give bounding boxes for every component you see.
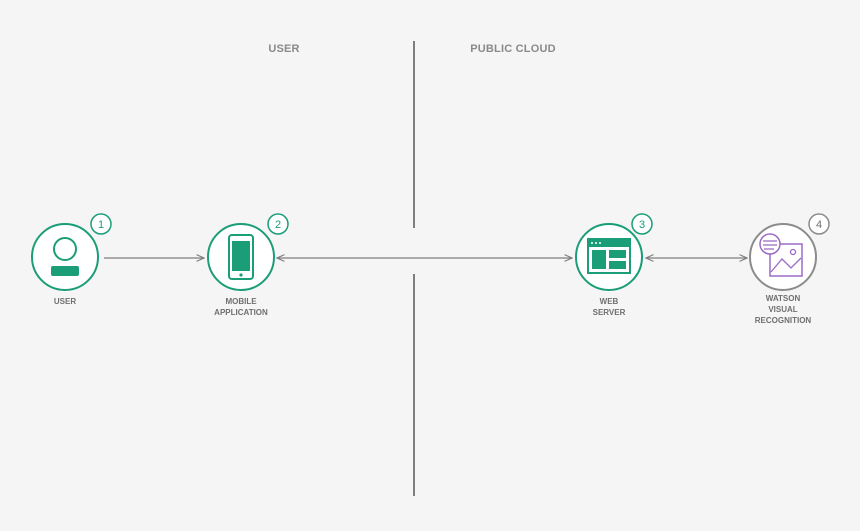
svg-text:3: 3 bbox=[639, 219, 645, 231]
node-watson-circle bbox=[749, 223, 817, 291]
node-user[interactable]: 1 USER bbox=[31, 213, 112, 306]
image-recognition-icon bbox=[759, 233, 803, 277]
browser-window-icon bbox=[587, 238, 631, 274]
step-badge-1: 1 bbox=[90, 213, 112, 235]
mobile-phone-icon bbox=[228, 234, 254, 280]
zone-label-public-cloud: PUBLIC CLOUD bbox=[470, 43, 556, 55]
node-web-server-label-line1: WEB bbox=[600, 297, 619, 306]
node-watson-label-line3: RECOGNITION bbox=[755, 316, 812, 325]
node-watson-visual-recognition[interactable]: 4 WATSON VISUAL RECOGNITION bbox=[749, 213, 830, 325]
node-user-circle bbox=[31, 223, 99, 291]
step-badge-4: 4 bbox=[808, 213, 830, 235]
node-mobile-label-line1: MOBILE bbox=[225, 297, 257, 306]
node-mobile-label-line2: APPLICATION bbox=[214, 308, 268, 317]
zone-label-user: USER bbox=[268, 43, 299, 55]
node-web-server-label-line2: SERVER bbox=[593, 308, 626, 317]
node-user-label: USER bbox=[54, 297, 76, 306]
node-mobile-application[interactable]: 2 MOBILE APPLICATION bbox=[207, 213, 289, 317]
node-watson-label-line2: VISUAL bbox=[768, 305, 797, 314]
user-icon bbox=[51, 237, 79, 276]
node-watson-label-line1: WATSON bbox=[766, 294, 801, 303]
step-badge-2: 2 bbox=[267, 213, 289, 235]
svg-text:1: 1 bbox=[98, 219, 104, 231]
step-badge-3: 3 bbox=[631, 213, 653, 235]
svg-text:2: 2 bbox=[275, 219, 281, 231]
node-web-server[interactable]: 3 WEB SERVER bbox=[575, 213, 653, 317]
svg-text:4: 4 bbox=[816, 219, 822, 231]
